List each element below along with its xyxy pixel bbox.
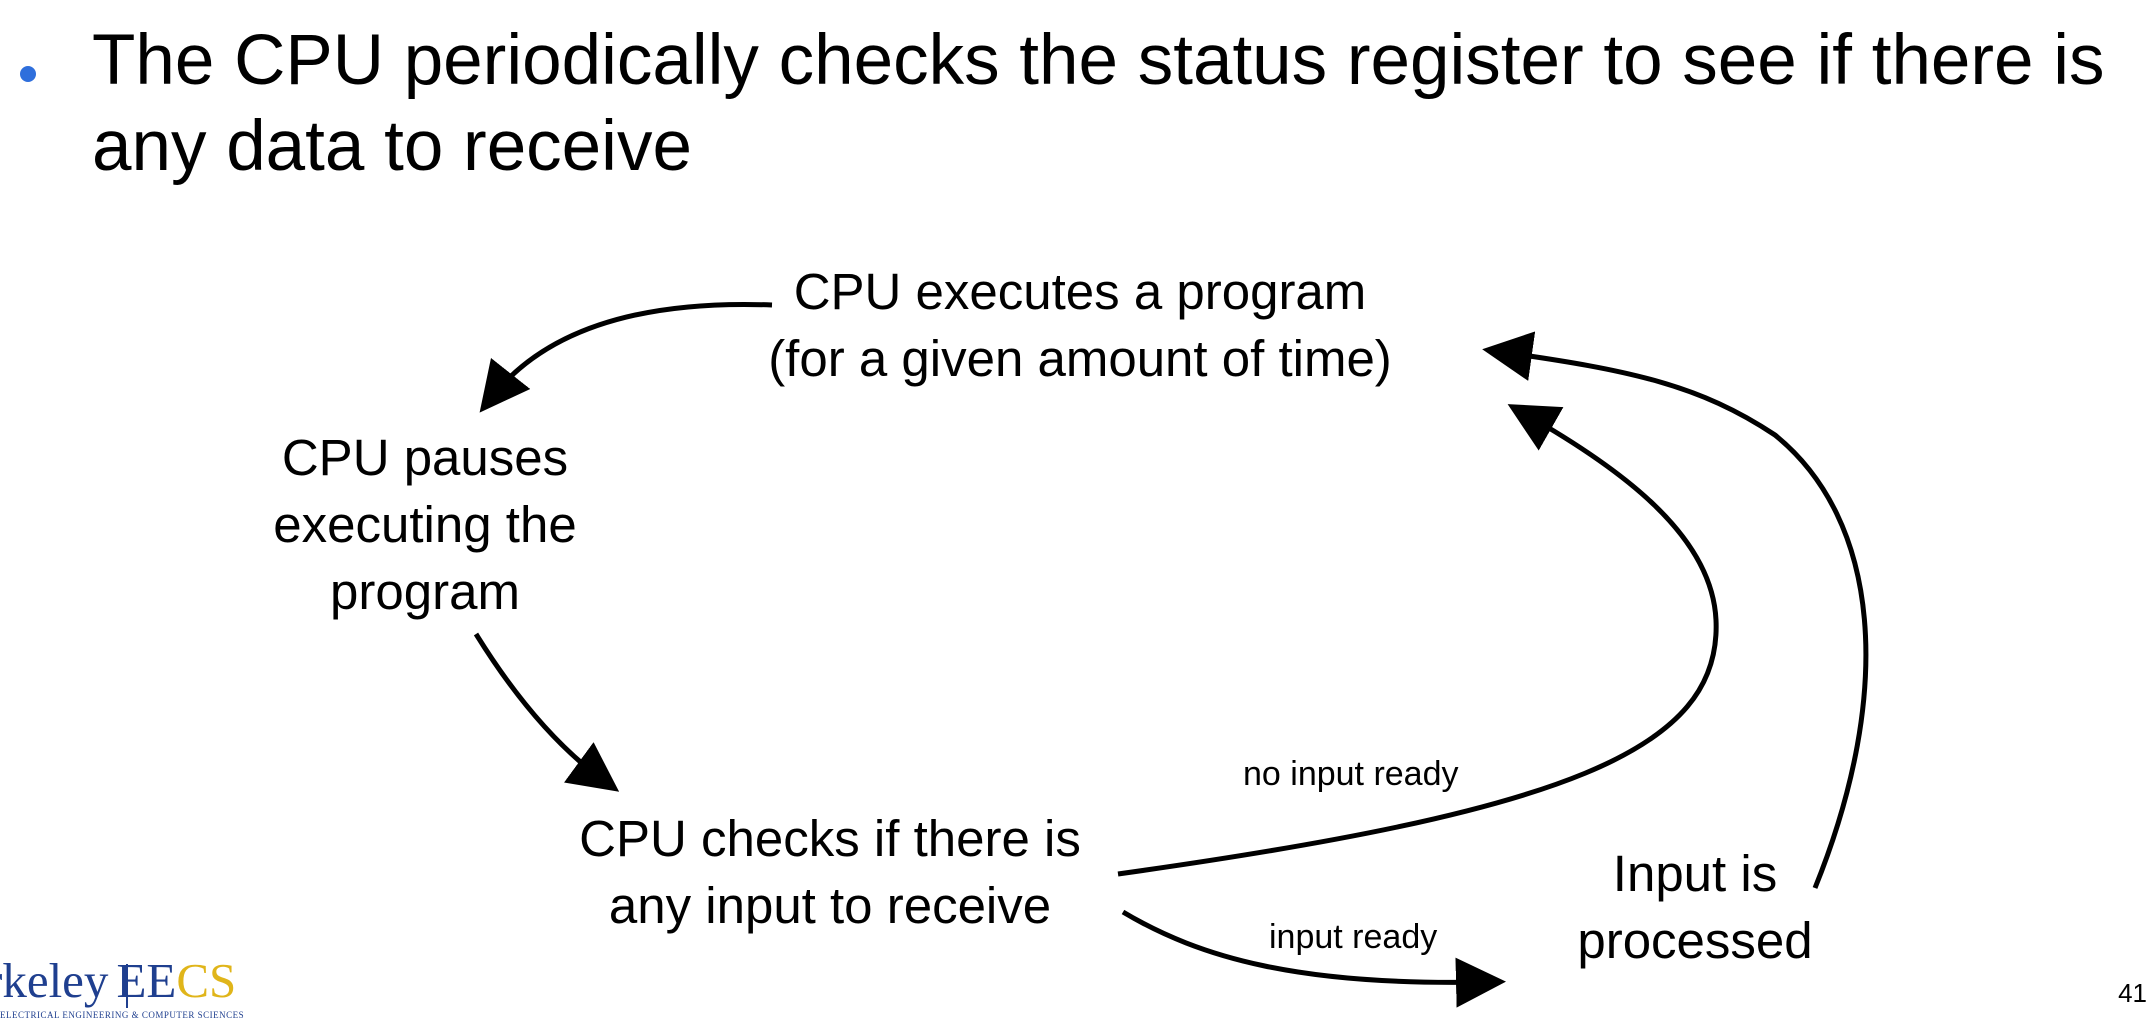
- logo-wordmark-part1: rkeley: [0, 960, 109, 1008]
- edge-label-no-input-ready: no input ready: [1243, 755, 1459, 793]
- arrow-executes-to-pauses: [479, 301, 773, 413]
- node-cpu-checks: CPU checks if there is any input to rece…: [530, 805, 1130, 939]
- node-cpu-checks-text: CPU checks if there is any input to rece…: [579, 810, 1081, 934]
- arrow-pauses-to-checks: [473, 632, 620, 792]
- node-cpu-pauses-text: CPU pauses executing the program: [273, 429, 577, 620]
- arrow-input-ready: [1121, 909, 1506, 1008]
- page-number: 41: [2118, 978, 2147, 1008]
- arrow-no-input-ready: [1117, 404, 1719, 877]
- berkeley-eecs-logo: rkeleyEECS ELECTRICAL ENGINEERING & COMP…: [0, 960, 250, 1020]
- edge-label-input-ready: input ready: [1269, 918, 1438, 956]
- node-input-processed: Input is processed: [1530, 840, 1860, 974]
- node-input-processed-text: Input is processed: [1577, 845, 1813, 969]
- node-cpu-executes: CPU executes a program (for a given amou…: [750, 258, 1410, 392]
- bullet-text: The CPU periodically checks the status r…: [92, 21, 2105, 186]
- node-cpu-pauses: CPU pauses executing the program: [225, 424, 625, 625]
- logo-subtitle: ELECTRICAL ENGINEERING & COMPUTER SCIENC…: [0, 1010, 245, 1020]
- logo-divider: [126, 964, 128, 1008]
- logo-wordmark-part3: CS: [176, 960, 237, 1008]
- bullet-dot-icon: [20, 66, 36, 82]
- node-cpu-executes-text: CPU executes a program (for a given amou…: [768, 263, 1392, 387]
- arrow-processed-to-executes: [1482, 331, 1869, 889]
- logo-wordmark: rkeleyEECS: [0, 960, 236, 1008]
